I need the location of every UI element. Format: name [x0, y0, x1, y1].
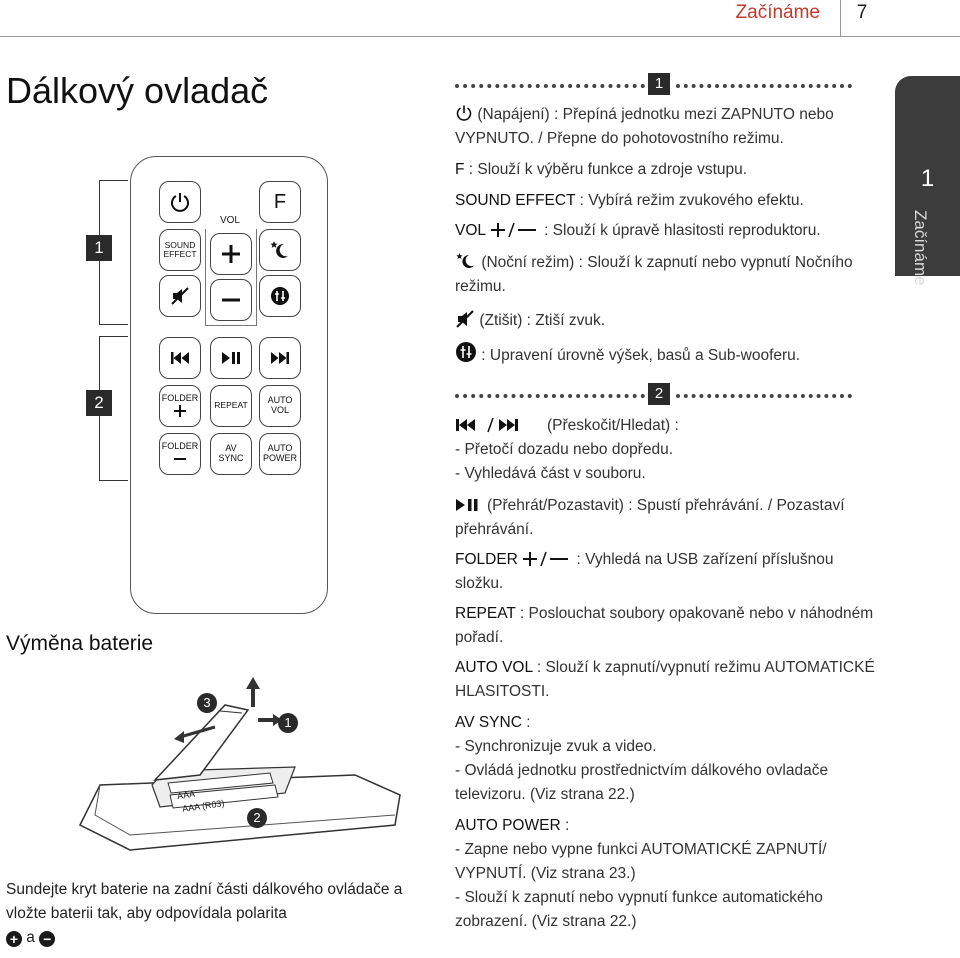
minus-icon [222, 298, 240, 302]
power-icon [456, 105, 472, 121]
folder-description: FOLDER : Vyhledá na USB zařízení přísluš… [455, 551, 834, 593]
folder-minus-label: FOLDER [161, 441, 199, 452]
power-button[interactable] [159, 181, 201, 223]
step-1-badge: 1 [278, 713, 298, 733]
header-divider [840, 0, 841, 36]
auto-vol-description: AUTO VOL : Slouží k zapnutí/vypnutí reži… [455, 659, 875, 701]
mute-description: (Ztišit) : Ztiší zvuk. [455, 309, 885, 333]
av-sync-key: AV SYNC [455, 714, 522, 731]
auto-power-key: AUTO POWER [455, 817, 561, 834]
sound-effect-description: SOUND EFFECT : Vybírá režim zvukového ef… [455, 192, 804, 209]
folder-plus-label: FOLDER [161, 393, 199, 404]
repeat-key: REPEAT [455, 605, 516, 622]
sound-effect-button[interactable]: SOUND EFFECT [159, 229, 201, 271]
night-mode-icon [270, 241, 288, 258]
skip-icon [456, 417, 518, 433]
plus-icon [222, 245, 240, 263]
battery-description: Sundejte kryt baterie na zadní části dál… [6, 881, 403, 948]
eq-button[interactable] [259, 275, 301, 317]
step-2-badge: 2 [247, 808, 267, 828]
skip-back-icon [171, 352, 189, 364]
night-description: (Noční režim) : Slouží k zapnutí nebo vy… [455, 253, 853, 296]
skip-back-button[interactable] [159, 337, 201, 379]
night-button[interactable] [259, 229, 301, 271]
repeat-description: REPEAT : Poslouchat soubory opakovaně ne… [455, 605, 874, 647]
page-number: 7 [856, 2, 868, 23]
header-section-title: Začínáme [735, 2, 820, 23]
vol-label: VOL [219, 215, 240, 226]
vol-description: VOL : Slouží k úpravě hlasitosti reprodu… [455, 222, 821, 239]
power-description: (Napájení) : Přepíná jednotku mezi ZAPNU… [455, 105, 834, 148]
battery-illustration [70, 675, 415, 865]
folder-plus-button[interactable]: FOLDER [159, 385, 201, 427]
mute-button[interactable] [159, 275, 201, 317]
auto-vol-button[interactable]: AUTO VOL [259, 385, 301, 427]
chapter-tab [895, 76, 960, 300]
eq-description: : Upravení úrovně výšek, basů a Sub-woof… [455, 341, 885, 368]
sound-effect-key: SOUND EFFECT [455, 192, 576, 209]
chapter-tab-label: Začínáme [911, 210, 930, 286]
av-sync-description: AV SYNC : - Synchronizuje zvuk a video. … [455, 714, 829, 804]
remote-callout-2: 2 [86, 390, 112, 416]
page-title: Dálkový ovladač [6, 70, 269, 111]
eq-icon [456, 342, 476, 362]
skip-description: (Přeskočit/Hledat) : - Přetočí dozadu ne… [455, 417, 679, 483]
skip-forward-button[interactable] [259, 337, 301, 379]
folder-minus-button[interactable]: FOLDER [159, 433, 201, 475]
separator-dots [455, 394, 645, 398]
folder-key: FOLDER [455, 551, 518, 568]
play-pause-button[interactable] [210, 337, 252, 379]
auto-power-button[interactable]: AUTO POWER [259, 433, 301, 475]
plus-icon [174, 404, 186, 417]
chapter-tab-number: 1 [920, 165, 935, 192]
battery-aaa-1 [169, 784, 279, 809]
f-button[interactable]: F [259, 181, 301, 223]
play-pause-icon [222, 352, 240, 364]
separator-dots [676, 394, 852, 398]
play-pause-icon [456, 499, 478, 511]
night-mode-icon [456, 253, 474, 268]
auto-power-description: AUTO POWER : - Zapne nebo vypne funkci A… [455, 817, 827, 931]
repeat-button[interactable]: REPEAT [210, 385, 252, 427]
vol-down-button[interactable] [210, 279, 252, 321]
section-marker-1: 1 [648, 73, 670, 95]
vol-up-button[interactable] [210, 233, 252, 275]
remote-callout-1: 1 [86, 235, 112, 261]
step-3-badge: 3 [197, 693, 217, 713]
power-icon [171, 193, 189, 212]
plus-minus-icon [523, 551, 569, 567]
plus-icon: + [6, 931, 22, 948]
section-marker-2: 2 [648, 383, 670, 405]
play-pause-description: (Přehrát/Pozastavit) : Spustí přehrávání… [455, 497, 845, 539]
skip-forward-icon [271, 352, 289, 364]
separator-dots [455, 84, 645, 88]
remote-control: VOL F SOUND EFFECT FOLDER REPEAT AUTO VO… [130, 156, 328, 614]
eq-icon [271, 287, 289, 305]
minus-icon [174, 457, 186, 460]
battery-section-title: Výměna baterie [6, 632, 154, 655]
vol-key: VOL [455, 222, 486, 239]
header-rule [0, 36, 960, 37]
auto-vol-key: AUTO VOL [455, 659, 533, 676]
plus-minus-icon [490, 222, 536, 238]
f-key: F [455, 161, 465, 178]
av-sync-button[interactable]: AV SYNC [210, 433, 252, 475]
minus-icon: − [39, 931, 56, 948]
vol-frame [205, 229, 257, 326]
separator-dots [676, 84, 852, 88]
f-description: F : Slouží k výběru funkce a zdroje vstu… [455, 161, 748, 178]
mute-icon [456, 310, 474, 328]
mute-icon [171, 287, 189, 305]
